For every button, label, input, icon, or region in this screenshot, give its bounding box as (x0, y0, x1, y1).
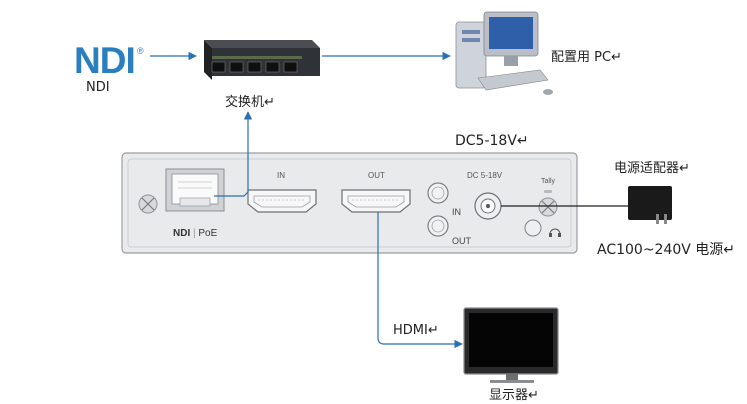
hdmi-out-port-icon (341, 189, 411, 213)
hdmi-link-label: HDMI↵ (393, 323, 439, 338)
screw-left-icon (138, 194, 158, 214)
ac-power-label: AC100~240V 电源↵ (597, 242, 736, 258)
hdmi-in-label: IN (277, 171, 285, 180)
power-spec-label: DC5-18V↵ (455, 133, 529, 149)
ndi-poe-ndi-text: NDI (173, 228, 191, 239)
switch-label: 交换机↵ (225, 95, 275, 110)
dc-jack-icon (474, 192, 502, 220)
pc-icon (455, 11, 553, 95)
tally-label: Tally (541, 178, 556, 185)
monitor-icon (463, 307, 559, 383)
tally-led-icon (544, 190, 552, 193)
sdi-in-label: IN (452, 207, 461, 217)
headphone-jack-icon (524, 219, 561, 237)
pc-label: 配置用 PC↵ (551, 50, 622, 65)
hdmi-in-port-icon (247, 189, 317, 213)
ethernet-cable (214, 111, 253, 197)
connector-out-icon (427, 215, 449, 237)
ndi-poe-text: PoE (198, 228, 218, 239)
sdi-out-label: OUT (452, 236, 471, 246)
hdmi-cable (377, 212, 463, 349)
ndi-logo: NDI (74, 40, 136, 81)
dc-port-label: DC 5-18V (467, 171, 503, 180)
ndi-registered-mark: ® (137, 46, 144, 56)
monitor-label: 显示器↵ (489, 388, 539, 403)
adapter-label: 电源适配器↵ (614, 161, 690, 176)
hdmi-out-label: OUT (368, 171, 385, 180)
connector-in-icon (427, 182, 449, 204)
ndi-caption: NDI (86, 80, 110, 95)
power-adapter-icon (628, 186, 672, 224)
rj45-port-icon (165, 168, 225, 212)
ndi-poe-logo: NDI | PoE (173, 228, 218, 239)
network-switch-icon (204, 40, 320, 80)
screw-right-icon (538, 197, 558, 217)
